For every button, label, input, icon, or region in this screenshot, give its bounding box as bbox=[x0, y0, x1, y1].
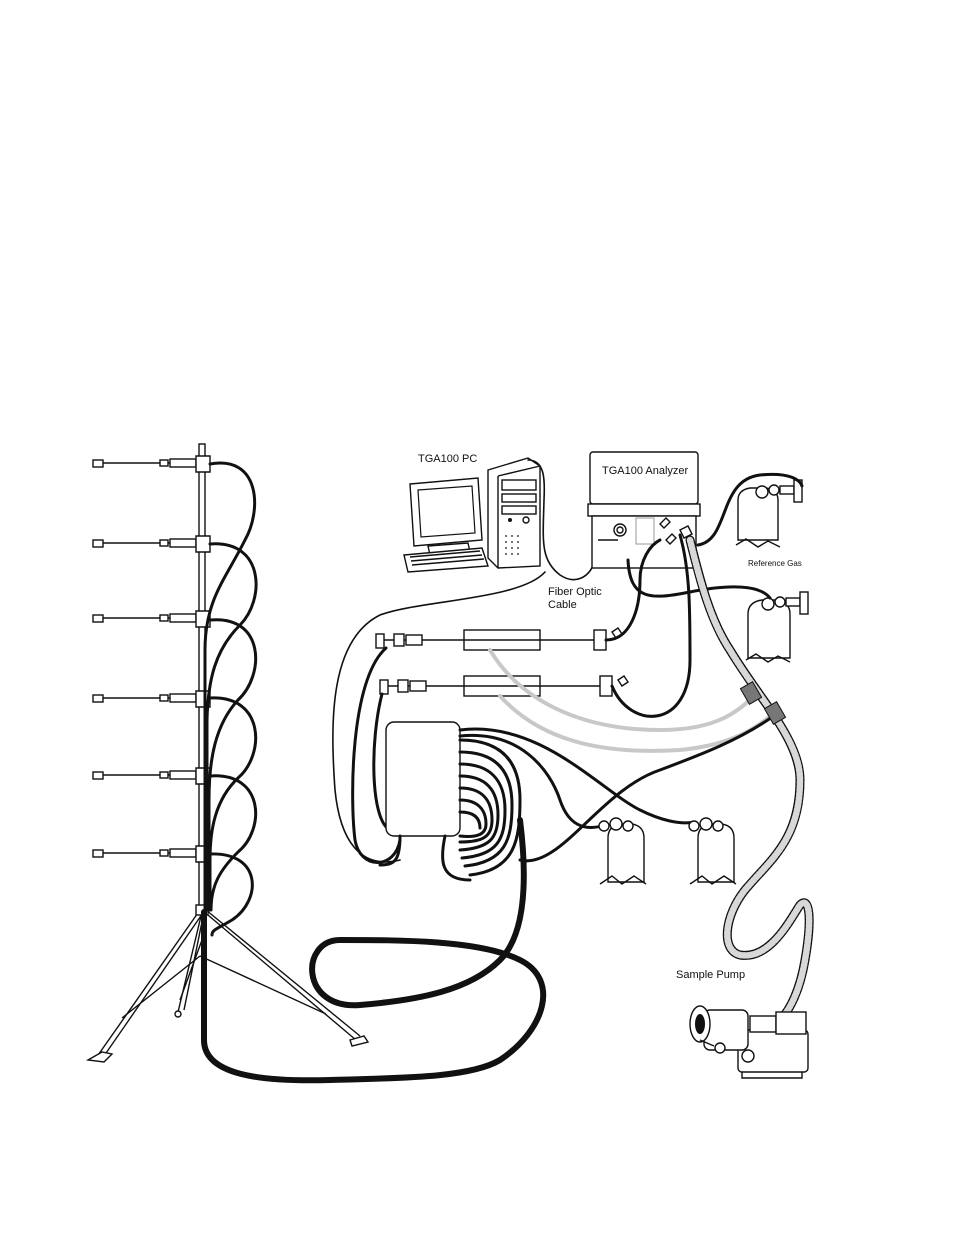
tower-sample-tubes bbox=[205, 463, 256, 935]
inlet-manifold-upper bbox=[376, 628, 622, 650]
analyzer-label: TGA100 Analyzer bbox=[602, 465, 689, 477]
intake-arm bbox=[93, 691, 210, 707]
fiber-optic-label-line2: Cable bbox=[548, 599, 577, 611]
switching-box bbox=[386, 722, 460, 836]
reference-gas-tank-2 bbox=[746, 592, 808, 662]
reference-gas-tank bbox=[736, 480, 802, 547]
calibration-gas-tank bbox=[689, 818, 736, 884]
sample-pump-label: Sample Pump bbox=[676, 969, 745, 981]
calibration-gas-tank bbox=[599, 818, 646, 884]
intake-arm bbox=[93, 846, 210, 862]
reference-gas-label: Reference Gas bbox=[748, 559, 802, 568]
intake-arm bbox=[93, 768, 210, 784]
tga100-pc bbox=[404, 458, 595, 580]
sample-pump bbox=[690, 1006, 808, 1078]
tripod-tower bbox=[88, 444, 368, 1062]
inlet-manifold-lower bbox=[380, 676, 628, 696]
intake-arm bbox=[93, 456, 210, 472]
fiber-optic-label-line1: Fiber Optic bbox=[548, 586, 602, 598]
intake-arm bbox=[93, 536, 210, 552]
pc-label: TGA100 PC bbox=[418, 453, 477, 465]
tripod-foot bbox=[88, 1052, 112, 1062]
intake-arms bbox=[93, 456, 210, 862]
intake-arm bbox=[93, 611, 210, 627]
